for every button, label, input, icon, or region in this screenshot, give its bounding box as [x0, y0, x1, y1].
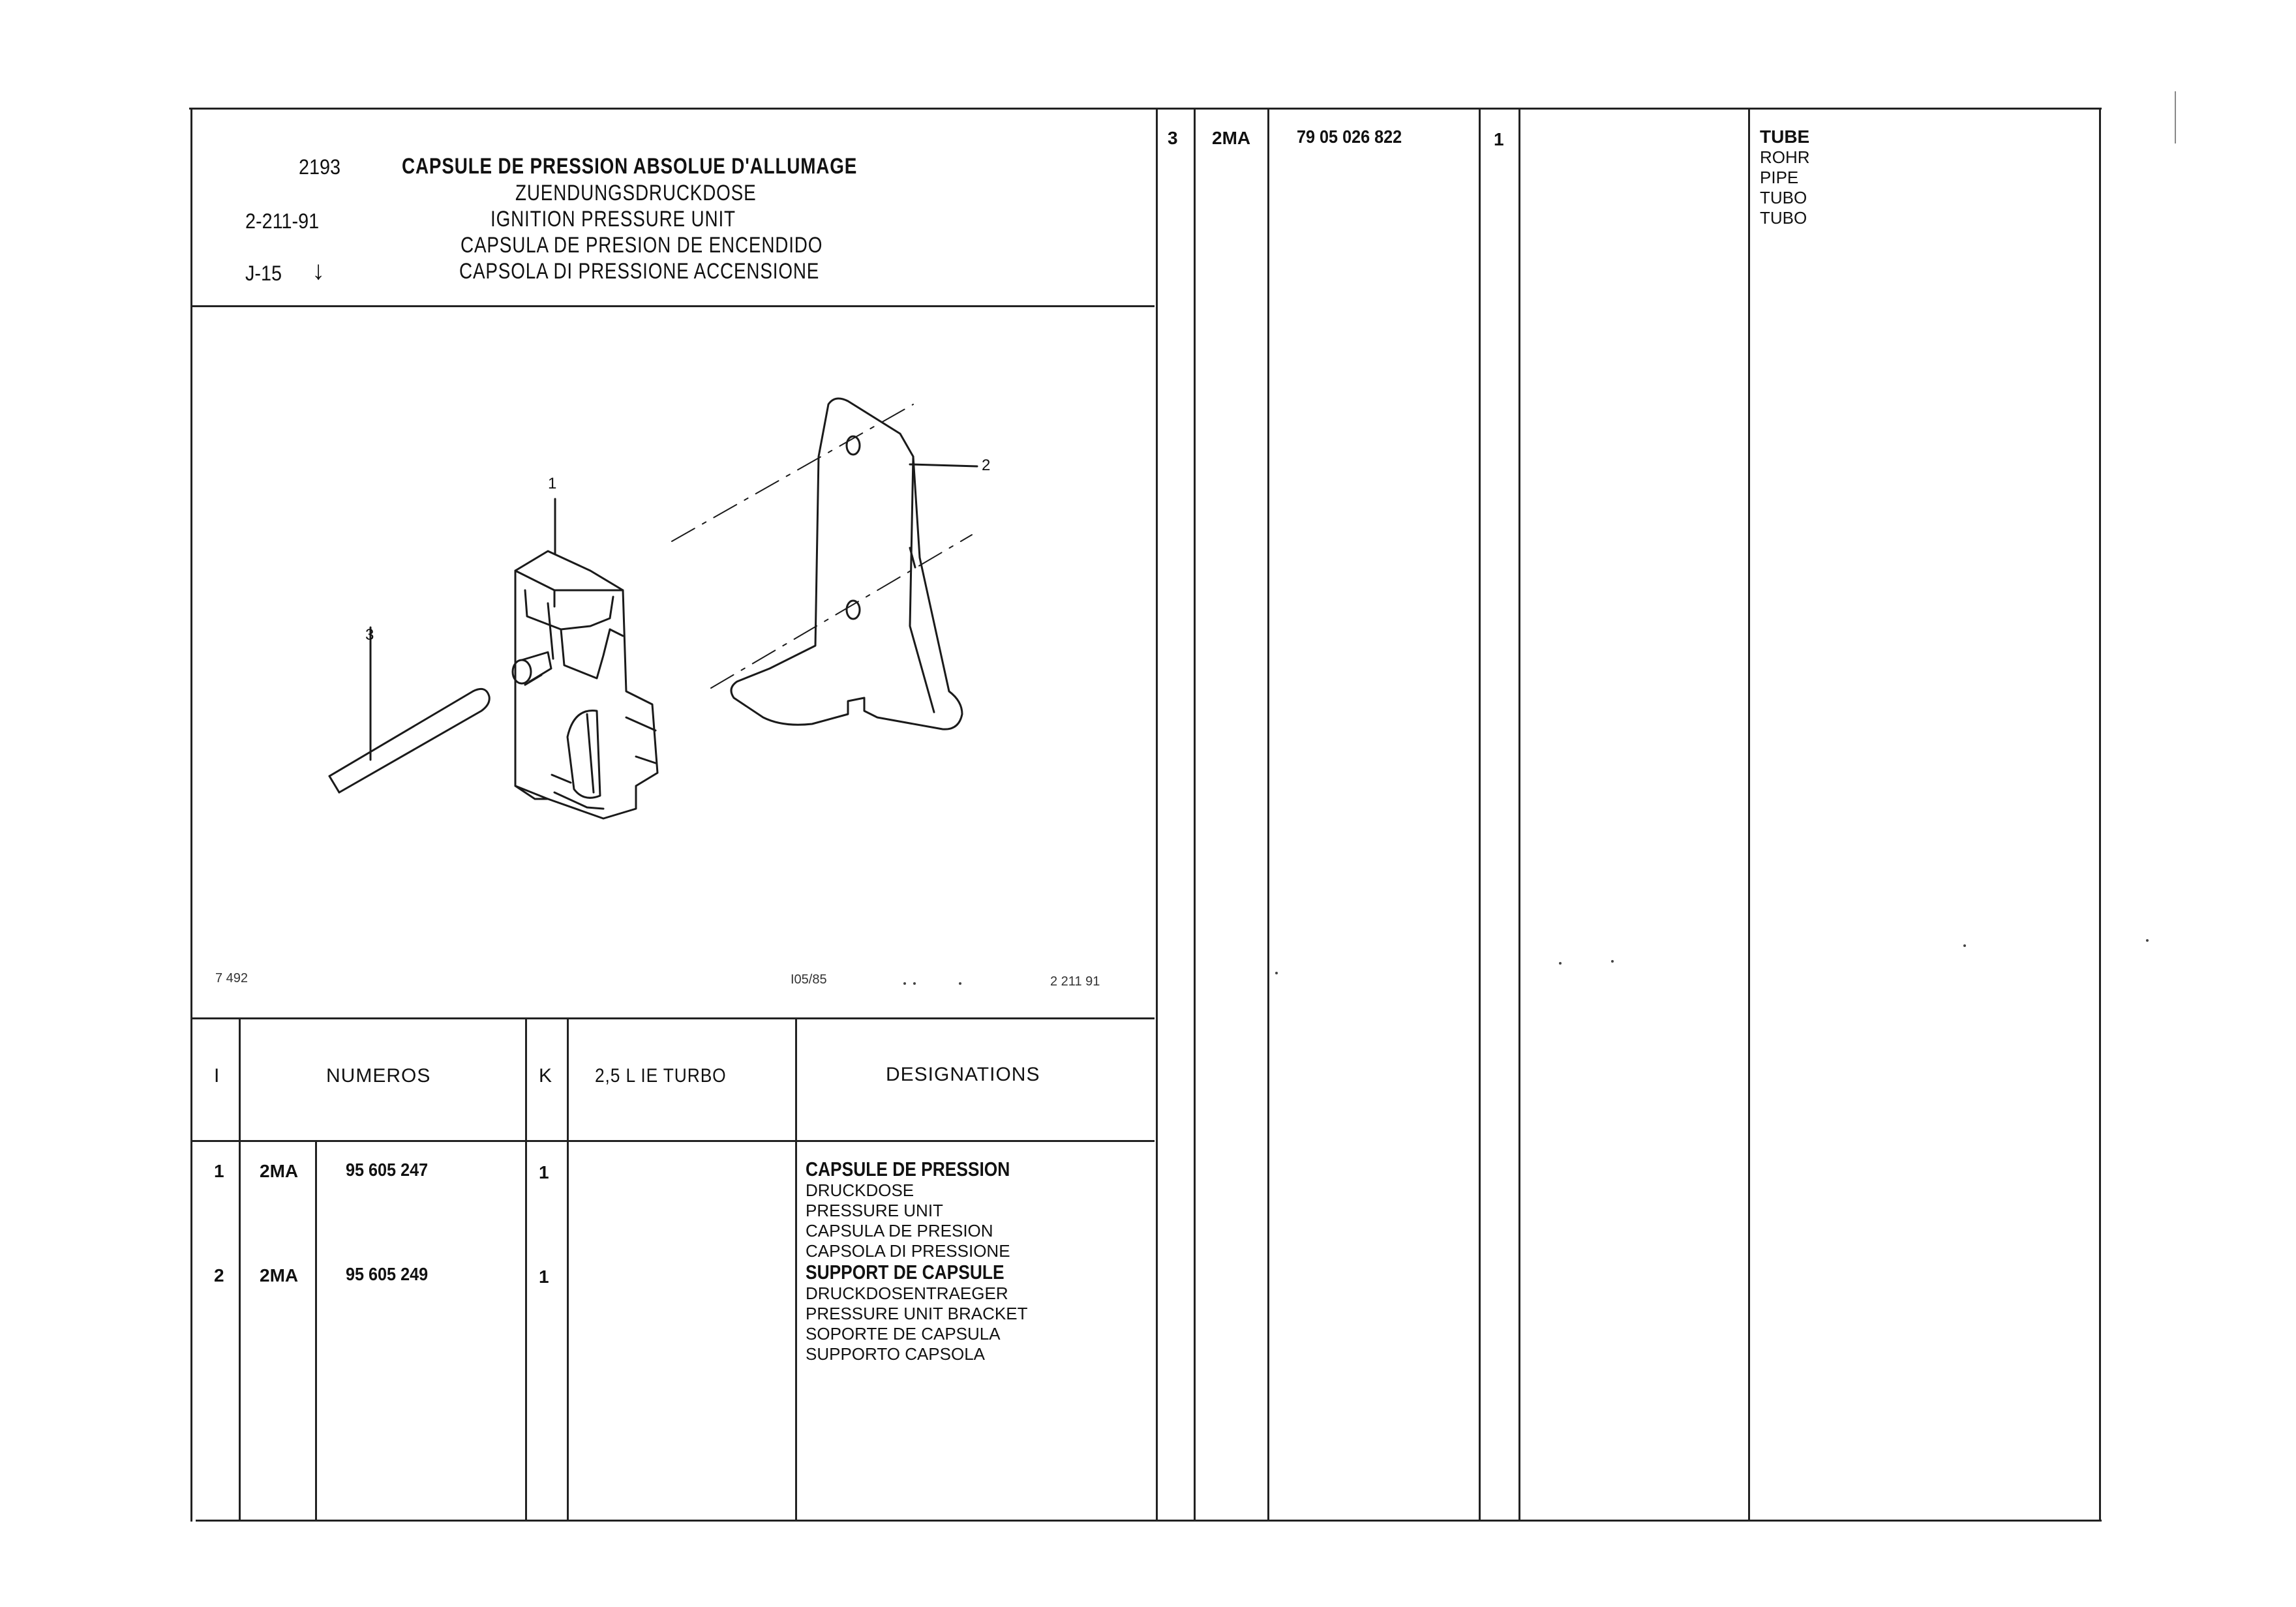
alignment-lines [671, 404, 973, 689]
row2-qty: 1 [539, 1267, 549, 1287]
col-line-r-number [1479, 108, 1481, 1522]
callout-1: 1 [548, 475, 557, 492]
drawing-footer-mid: I05/85 [791, 972, 827, 987]
speck [1559, 962, 1562, 965]
row1-desc-en: PRESSURE UNIT [806, 1201, 943, 1220]
row2-number: 95 605 249 [346, 1264, 429, 1284]
speck [1275, 972, 1278, 974]
col-line-prefix [315, 1140, 317, 1522]
drawing-separator [190, 1017, 1155, 1019]
row2-designation: SUPPORT DE CAPSULE DRUCKDOSENTRAEGER PRE… [806, 1261, 1039, 1364]
title-es: CAPSULA DE PRESION DE ENCENDIDO [461, 233, 823, 258]
row2-desc-en: PRESSURE UNIT BRACKET [806, 1304, 1028, 1323]
row2-desc-it: SUPPORTO CAPSOLA [806, 1344, 986, 1364]
j-code: J-15 [245, 262, 282, 285]
col-line-r-prefix [1267, 108, 1269, 1522]
bracket-part [730, 397, 978, 730]
drawing-footer-right: 2 211 91 [1050, 974, 1100, 989]
row3-desc-de: ROHR [1760, 147, 1810, 167]
speck [913, 982, 916, 985]
row3-qty: 1 [1494, 129, 1504, 149]
speck [959, 982, 961, 985]
frame-top-line [189, 108, 2102, 110]
speck [903, 982, 906, 985]
row3-item: 3 [1168, 128, 1178, 148]
col-line-item [239, 1017, 241, 1522]
callout-2: 2 [982, 457, 991, 474]
col-line-r-qty [1518, 108, 1520, 1522]
frame-left-line [190, 108, 192, 1522]
row1-designation: CAPSULE DE PRESSION DRUCKDOSE PRESSURE U… [806, 1158, 1046, 1261]
row2-desc-main: SUPPORT DE CAPSULE [806, 1261, 1004, 1284]
row1-desc-de: DRUCKDOSE [806, 1180, 914, 1200]
ref-code: 2-211-91 [245, 209, 320, 233]
col-line-k [567, 1017, 569, 1522]
frame-bottom-line [196, 1520, 2102, 1522]
header-numeros: NUMEROS [326, 1065, 431, 1087]
drawing-footer-left: 7 492 [215, 971, 249, 985]
row2-desc-es: SOPORTE DE CAPSULA [806, 1324, 1001, 1344]
row2-prefix: 2MA [260, 1265, 299, 1285]
title-en: IGNITION PRESSURE UNIT [491, 207, 736, 232]
header-k: K [539, 1065, 553, 1087]
row2-item: 2 [214, 1265, 224, 1285]
title-separator [190, 305, 1155, 307]
frame-right-line [2099, 108, 2101, 1522]
row3-prefix: 2MA [1212, 128, 1251, 148]
header-item: I [214, 1065, 220, 1087]
row1-item: 1 [214, 1161, 224, 1181]
row1-qty: 1 [539, 1162, 549, 1182]
row1-number: 95 605 247 [346, 1160, 429, 1180]
col-line-numeros [525, 1017, 527, 1522]
row3-desc-main: TUBE [1760, 127, 1810, 147]
callout-3: 3 [365, 626, 374, 644]
row1-desc-main: CAPSULE DE PRESSION [806, 1158, 1010, 1180]
row3-designation: TUBE ROHR PIPE TUBO TUBO [1760, 127, 1810, 228]
title-fr: CAPSULE DE PRESSION ABSOLUE D'ALLUMAGE [402, 154, 858, 179]
row3-desc-en: PIPE [1760, 168, 1799, 187]
header-designations: DESIGNATIONS [886, 1064, 1040, 1085]
row3-desc-it: TUBO [1760, 208, 1807, 228]
speck [1611, 960, 1614, 963]
row1-desc-it: CAPSOLA DI PRESSIONE [806, 1241, 1010, 1261]
header-row-separator [190, 1140, 1155, 1142]
speck [1963, 944, 1966, 947]
title-de: ZUENDUNGSDRUCKDOSE [515, 181, 757, 205]
row1-prefix: 2MA [260, 1161, 299, 1181]
down-arrow-icon: ↓ [312, 256, 325, 285]
col-line-r-model [1748, 108, 1750, 1522]
header-model: 2,5 L IE TURBO [595, 1065, 727, 1087]
col-line-model [795, 1017, 797, 1522]
capsule-part [511, 498, 659, 820]
title-it: CAPSOLA DI PRESSIONE ACCENSIONE [459, 259, 820, 284]
row3-number: 79 05 026 822 [1297, 127, 1402, 147]
group-number: 2193 [299, 155, 341, 179]
row2-desc-de: DRUCKDOSENTRAEGER [806, 1284, 1008, 1303]
row1-desc-es: CAPSULA DE PRESION [806, 1221, 993, 1240]
speck [2146, 939, 2149, 942]
col-line-r-item [1194, 108, 1196, 1522]
margin-mark [2175, 91, 2176, 143]
row3-desc-es: TUBO [1760, 188, 1807, 207]
tube-part [328, 626, 491, 794]
col-line-left-panel-end [1156, 108, 1158, 1522]
